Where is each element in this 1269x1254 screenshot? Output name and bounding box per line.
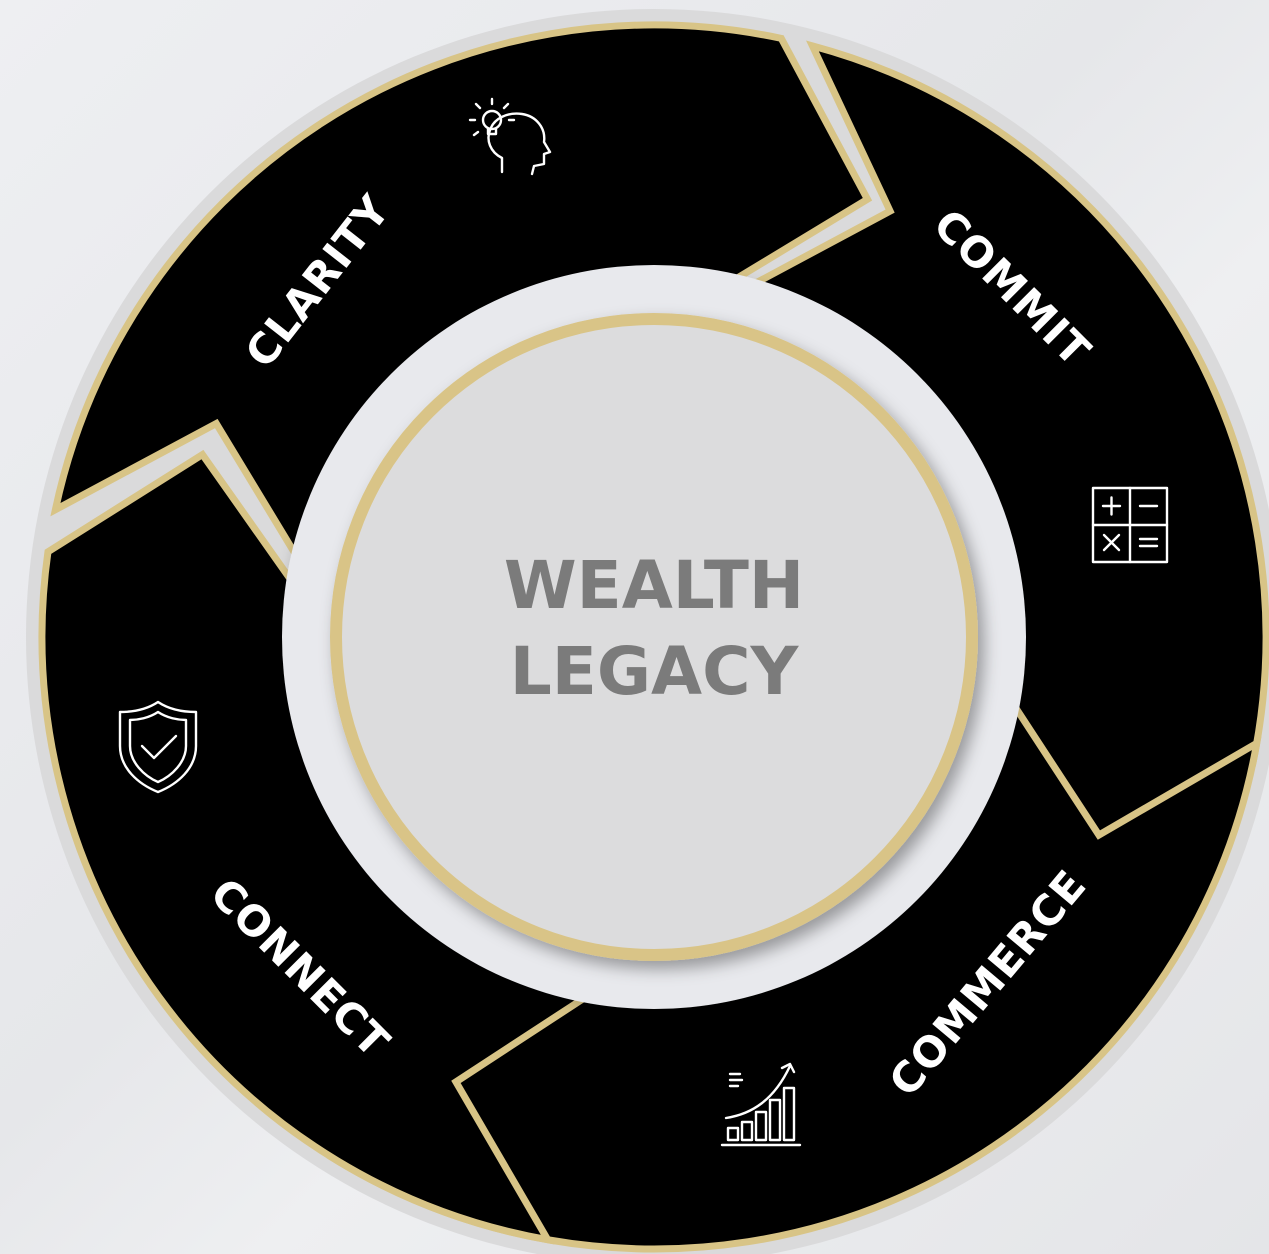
center-title-line1: WEALTH: [504, 547, 804, 624]
center-circle: [330, 313, 978, 961]
center-title-line2: LEGACY: [510, 633, 800, 710]
calculator-icon: [1091, 486, 1169, 564]
shield-check-icon: [118, 700, 198, 794]
segments-group: [38, 21, 1269, 1253]
lightbulb-head-icon: [468, 97, 552, 176]
growth-chart-icon: [720, 1062, 802, 1147]
